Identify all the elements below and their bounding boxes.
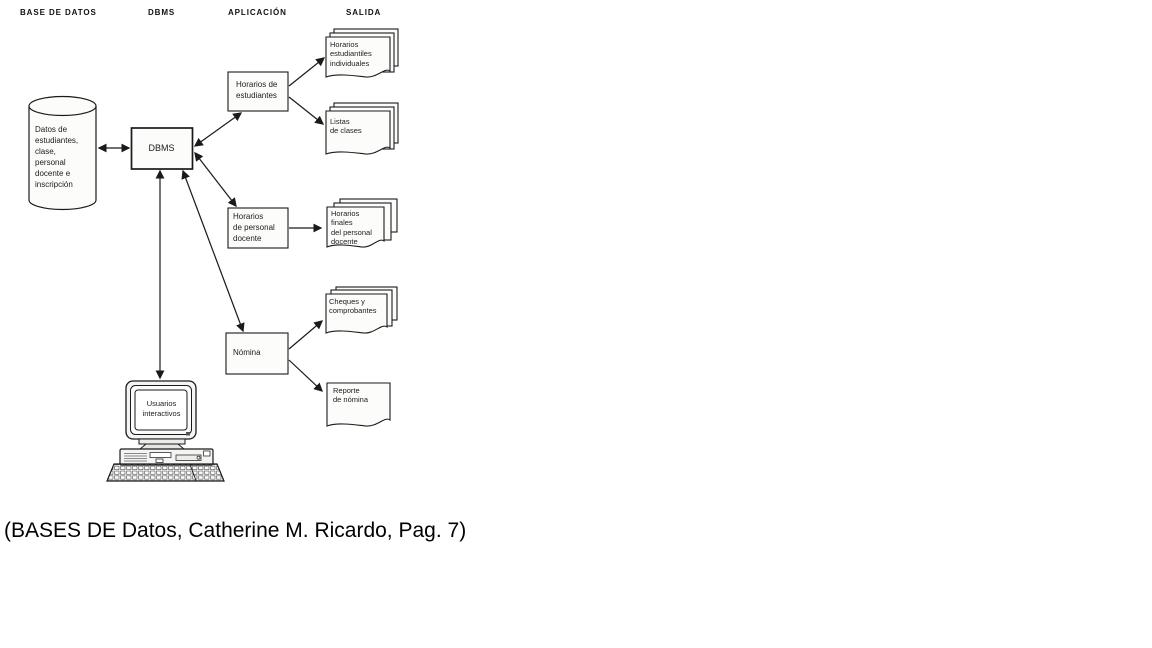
doc-checks-stubs bbox=[325, 286, 398, 334]
database-cylinder bbox=[28, 95, 97, 211]
app-box-student-schedules bbox=[227, 71, 289, 112]
doc-individual-schedules bbox=[325, 28, 399, 78]
computer-terminal-illustration bbox=[106, 380, 225, 482]
payroll-box-label: Nómina bbox=[233, 348, 261, 357]
database-cylinder-label: Datos de estudiantes, clase, personal do… bbox=[35, 125, 79, 189]
doc-faculty-final-schedules bbox=[326, 198, 398, 248]
arrow-student-app-classlists bbox=[288, 96, 325, 125]
arrow-dbms-payroll-app bbox=[181, 169, 245, 333]
doc-checks-stubs-label: Cheques y comprobantes bbox=[329, 297, 377, 316]
floppy-drive-slot bbox=[149, 452, 172, 458]
power-button bbox=[196, 455, 201, 460]
column-header-salida: SALIDA bbox=[346, 8, 382, 17]
drive-bay bbox=[175, 454, 202, 461]
arrow-dbms-faculty-app bbox=[194, 151, 237, 208]
monitor-screen bbox=[134, 389, 188, 431]
terminal-screen-label: Usuarios interactivos bbox=[142, 399, 181, 418]
student-schedules-box-label: Horarios de estudiantes bbox=[236, 80, 278, 100]
case-badge bbox=[203, 450, 211, 457]
floppy-eject-button bbox=[155, 458, 164, 463]
column-header-aplicacion: APLICACIÓN bbox=[228, 8, 287, 17]
arrow-payroll-report bbox=[288, 359, 323, 392]
doc-class-lists bbox=[325, 102, 399, 155]
keyboard-numpad-divider bbox=[189, 464, 197, 481]
doc-individual-schedules-label: Horarios estudiantiles individuales bbox=[330, 40, 372, 68]
column-header-base-de-datos: BASE DE DATOS bbox=[20, 8, 97, 17]
monitor-stand-neck bbox=[138, 438, 186, 445]
arrow-payroll-checks bbox=[288, 320, 324, 350]
faculty-schedules-box-label: Horarios de personal docente bbox=[233, 212, 275, 243]
dbms-box bbox=[130, 127, 194, 170]
keyboard bbox=[106, 463, 225, 482]
doc-class-lists-label: Listas de clases bbox=[330, 117, 362, 136]
source-caption: (BASES DE Datos, Catherine M. Ricardo, P… bbox=[4, 519, 467, 542]
doc-payroll-report bbox=[326, 382, 391, 427]
doc-payroll-report-label: Reporte de nómina bbox=[333, 386, 369, 405]
arrow-student-app-individual bbox=[288, 57, 326, 87]
dbms-box-label: DBMS bbox=[148, 143, 175, 153]
monitor-stand-base bbox=[138, 443, 186, 450]
case-vents bbox=[124, 453, 147, 462]
monitor-power-led bbox=[186, 432, 190, 436]
column-header-dbms: DBMS bbox=[148, 8, 176, 17]
arrow-dbms-student-app bbox=[193, 112, 243, 147]
app-box-faculty-schedules bbox=[227, 207, 289, 249]
doc-faculty-final-schedules-label: Horarios finales del personal docente bbox=[331, 209, 372, 247]
app-box-payroll bbox=[225, 332, 289, 375]
